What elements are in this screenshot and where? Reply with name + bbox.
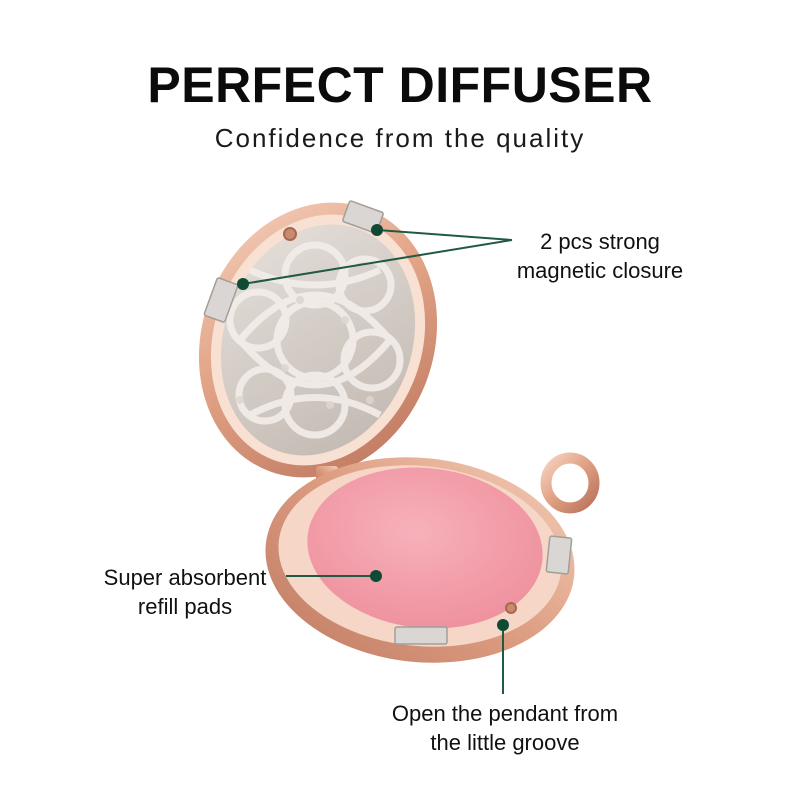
lid-magnet-top — [342, 200, 384, 234]
callout-magnetic-line1: 2 pcs strong — [540, 229, 660, 254]
callout-line-magnet-top — [376, 229, 513, 241]
callout-magnetic-line2: magnetic closure — [516, 258, 684, 283]
callout-dot-magnet-top — [371, 224, 383, 236]
callout-line-magnet-lid — [242, 239, 513, 285]
pendant-bail — [540, 452, 600, 514]
callout-pads-line1: Super absorbent — [103, 565, 267, 590]
base-magnet-bottom — [394, 626, 448, 645]
base-magnet-right — [545, 535, 573, 575]
locket-lid — [198, 200, 438, 478]
callout-opening-groove: Open the pendant from the little groove — [360, 699, 650, 757]
callout-groove-line2: the little groove — [430, 730, 580, 755]
callout-refill-pads: Super absorbent refill pads — [80, 563, 290, 621]
page-title: PERFECT DIFFUSER — [147, 57, 653, 113]
callout-magnetic-closure: 2 pcs strong magnetic closure — [500, 227, 700, 285]
callout-dot-magnet-lid — [237, 278, 249, 290]
callout-dot-groove — [497, 619, 509, 631]
callout-lines — [242, 229, 513, 694]
refill-pad — [307, 467, 543, 629]
opening-groove — [505, 602, 517, 614]
lid-magnet-left — [203, 277, 239, 323]
callout-dot-pad — [370, 570, 382, 582]
locket-base — [265, 457, 575, 663]
callout-groove-line1: Open the pendant from — [391, 701, 619, 726]
callout-pads-line2: refill pads — [137, 594, 233, 619]
filigree-pattern — [226, 241, 404, 439]
callout-dots — [237, 224, 509, 631]
page-subtitle: Confidence from the quality — [214, 123, 586, 153]
